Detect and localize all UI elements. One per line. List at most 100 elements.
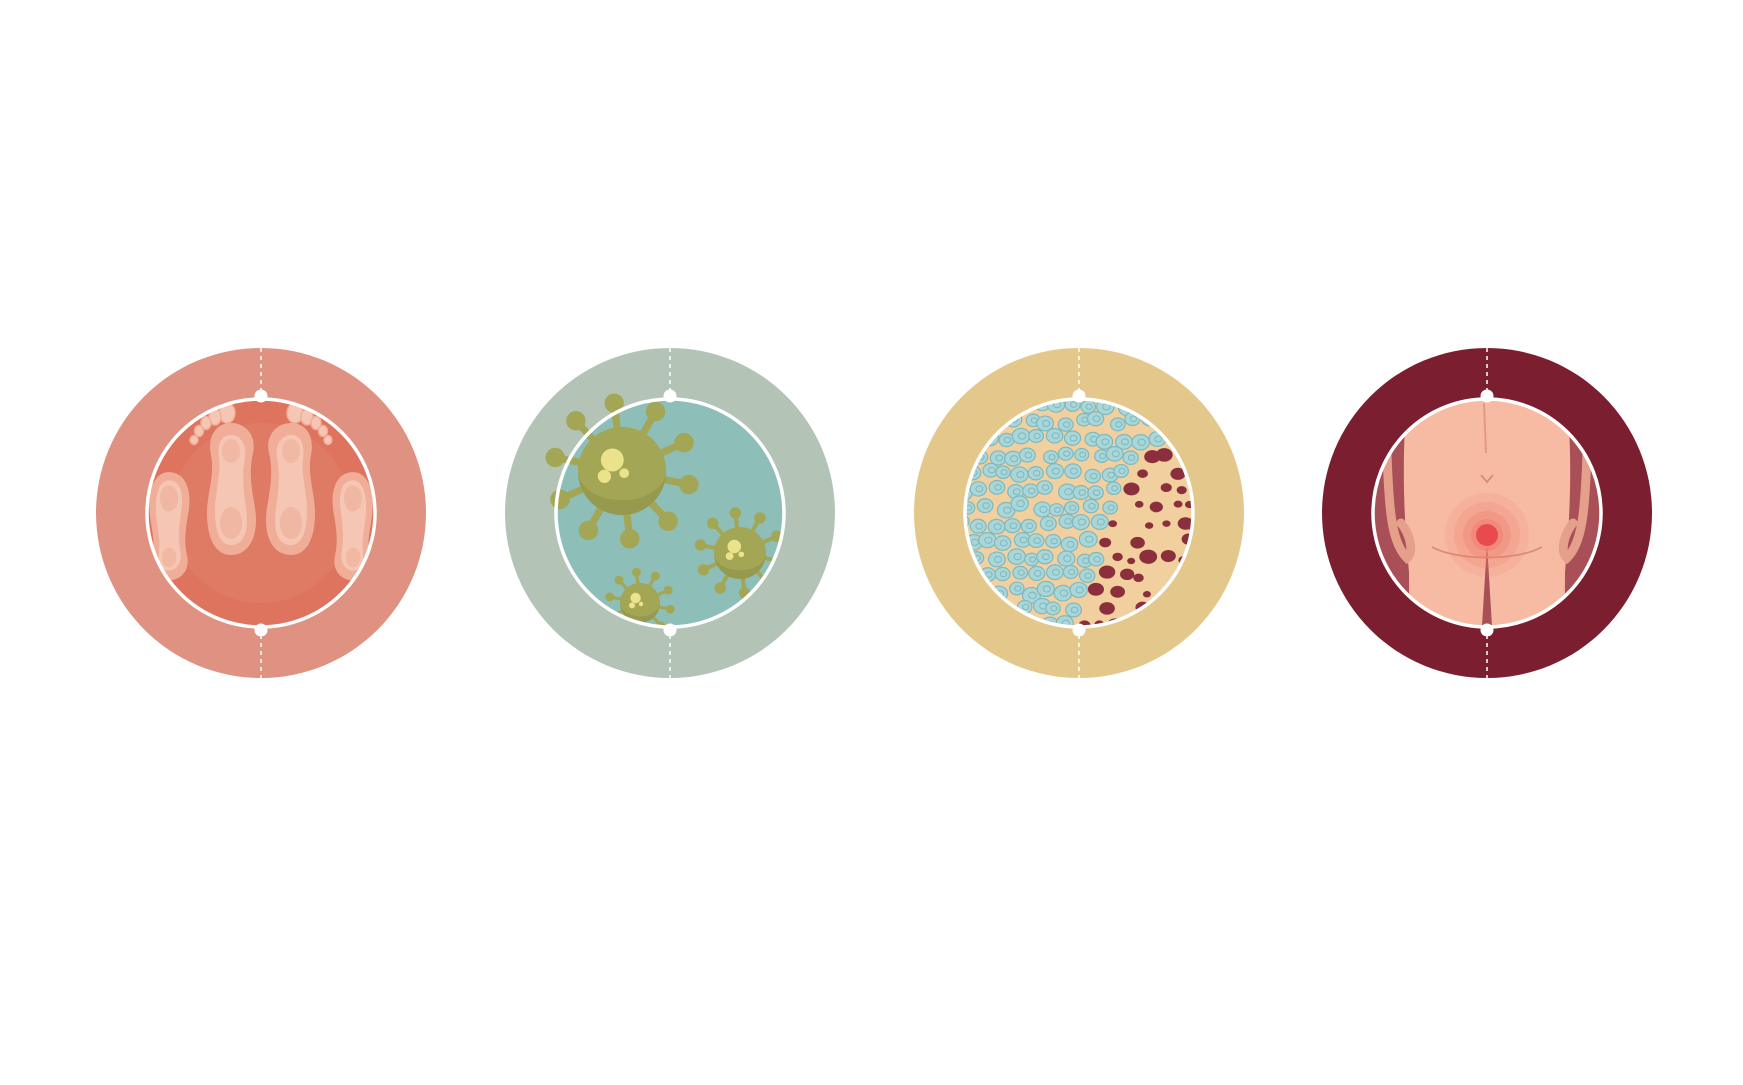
bottom-connector-dot — [254, 623, 268, 637]
normal-cell — [1028, 565, 1046, 582]
normal-cell — [1053, 584, 1073, 602]
normal-cell — [1048, 503, 1065, 517]
abnormal-cell — [1176, 486, 1187, 495]
normal-cell — [994, 566, 1011, 582]
virus-particle — [545, 393, 699, 549]
abnormal-cell — [1099, 537, 1112, 548]
abnormal-cell — [1137, 469, 1148, 478]
normal-cell — [1109, 417, 1126, 432]
abnormal-cell — [1098, 565, 1116, 579]
normal-cell — [1003, 518, 1022, 534]
normal-cell — [987, 518, 1006, 535]
foot-sole — [189, 402, 256, 555]
abnormal-cell — [1087, 582, 1104, 596]
normal-cell — [1012, 565, 1029, 580]
normal-cell — [1022, 483, 1040, 499]
navel — [1480, 474, 1494, 484]
normal-cell — [1072, 485, 1090, 501]
normal-cell — [1122, 450, 1139, 465]
abnormal-cell — [1142, 591, 1151, 598]
abnormal-cell — [1149, 501, 1163, 513]
abnormal-cell — [1108, 520, 1118, 528]
badge-cells — [914, 348, 1244, 678]
normal-cell — [1027, 533, 1045, 549]
normal-cell — [976, 498, 994, 514]
abnormal-cell — [1110, 585, 1125, 598]
normal-cell — [1010, 466, 1029, 483]
normal-cell — [969, 518, 987, 534]
inner-illustration — [147, 402, 375, 603]
normal-cell — [988, 479, 1006, 495]
abnormal-cell — [1120, 568, 1135, 581]
abnormal-cell — [1133, 573, 1144, 583]
normal-cell — [1102, 500, 1119, 515]
normal-cell — [1074, 447, 1090, 462]
normal-cell — [965, 500, 976, 515]
normal-cell — [1045, 564, 1064, 581]
normal-cell — [1071, 513, 1091, 531]
normal-cell — [1036, 480, 1053, 495]
top-connector-dot — [663, 389, 677, 403]
normal-cell — [1027, 466, 1044, 481]
bottom-connector-dot — [663, 623, 677, 637]
normal-cell — [1057, 446, 1074, 461]
normal-cell — [1063, 500, 1080, 515]
normal-cell — [1069, 581, 1088, 599]
abnormal-cell — [1112, 552, 1123, 562]
normal-cell — [1065, 602, 1083, 618]
normal-cell — [1036, 580, 1056, 598]
normal-cell — [1011, 427, 1031, 445]
badge-virus — [505, 348, 835, 678]
normal-cell — [1036, 415, 1055, 432]
normal-cell — [993, 535, 1012, 551]
top-connector-dot — [1072, 389, 1086, 403]
normal-cell — [1010, 495, 1029, 512]
normal-cell — [1105, 445, 1124, 462]
cells-icon — [914, 348, 1244, 678]
normal-cell — [1045, 463, 1064, 480]
normal-cell — [987, 551, 1006, 568]
abnormal-cell — [1127, 557, 1136, 565]
normal-cell — [1062, 564, 1079, 580]
abnormal-cell — [1155, 448, 1173, 462]
pelvic-pain-icon — [1322, 348, 1652, 678]
normal-cell — [1036, 549, 1054, 565]
feet-icon — [96, 348, 426, 678]
normal-cell — [1078, 568, 1096, 583]
normal-cell — [1086, 410, 1105, 427]
normal-cell — [1080, 399, 1097, 414]
normal-cell — [978, 532, 997, 549]
virus-overflow — [545, 393, 699, 549]
right-hand — [1558, 448, 1592, 565]
normal-cell — [1131, 433, 1151, 451]
normal-cell — [1028, 428, 1045, 444]
virus-icon — [505, 348, 835, 678]
normal-cell — [1033, 501, 1052, 518]
abnormal-cell — [1123, 482, 1140, 496]
abnormal-cell — [1173, 500, 1183, 508]
normal-cell — [1045, 601, 1061, 616]
normal-cell — [1018, 447, 1036, 463]
normal-cell — [1063, 430, 1082, 446]
normal-cell — [995, 465, 1011, 480]
abnormal-cell — [1160, 483, 1172, 493]
top-connector-dot — [254, 389, 268, 403]
abnormal-cell — [1134, 500, 1144, 508]
badge-feet — [96, 348, 426, 678]
abnormal-cell — [1099, 602, 1115, 615]
abnormal-cell — [1130, 536, 1145, 549]
normal-cell — [1045, 427, 1064, 444]
normal-cell — [1113, 463, 1129, 478]
normal-cell — [1057, 550, 1076, 567]
normal-cell — [1043, 450, 1059, 465]
abnormal-cell — [1170, 467, 1186, 480]
top-connector-dot — [1480, 389, 1494, 403]
abnormal-cell — [1145, 522, 1154, 529]
normal-cell — [1082, 498, 1100, 514]
leg-gap — [1481, 543, 1493, 627]
inner-disc — [147, 399, 375, 627]
normal-cell — [1087, 485, 1104, 501]
bottom-connector-dot — [1072, 623, 1086, 637]
bottom-connector-dot — [1480, 623, 1494, 637]
left-hand — [1382, 448, 1416, 565]
